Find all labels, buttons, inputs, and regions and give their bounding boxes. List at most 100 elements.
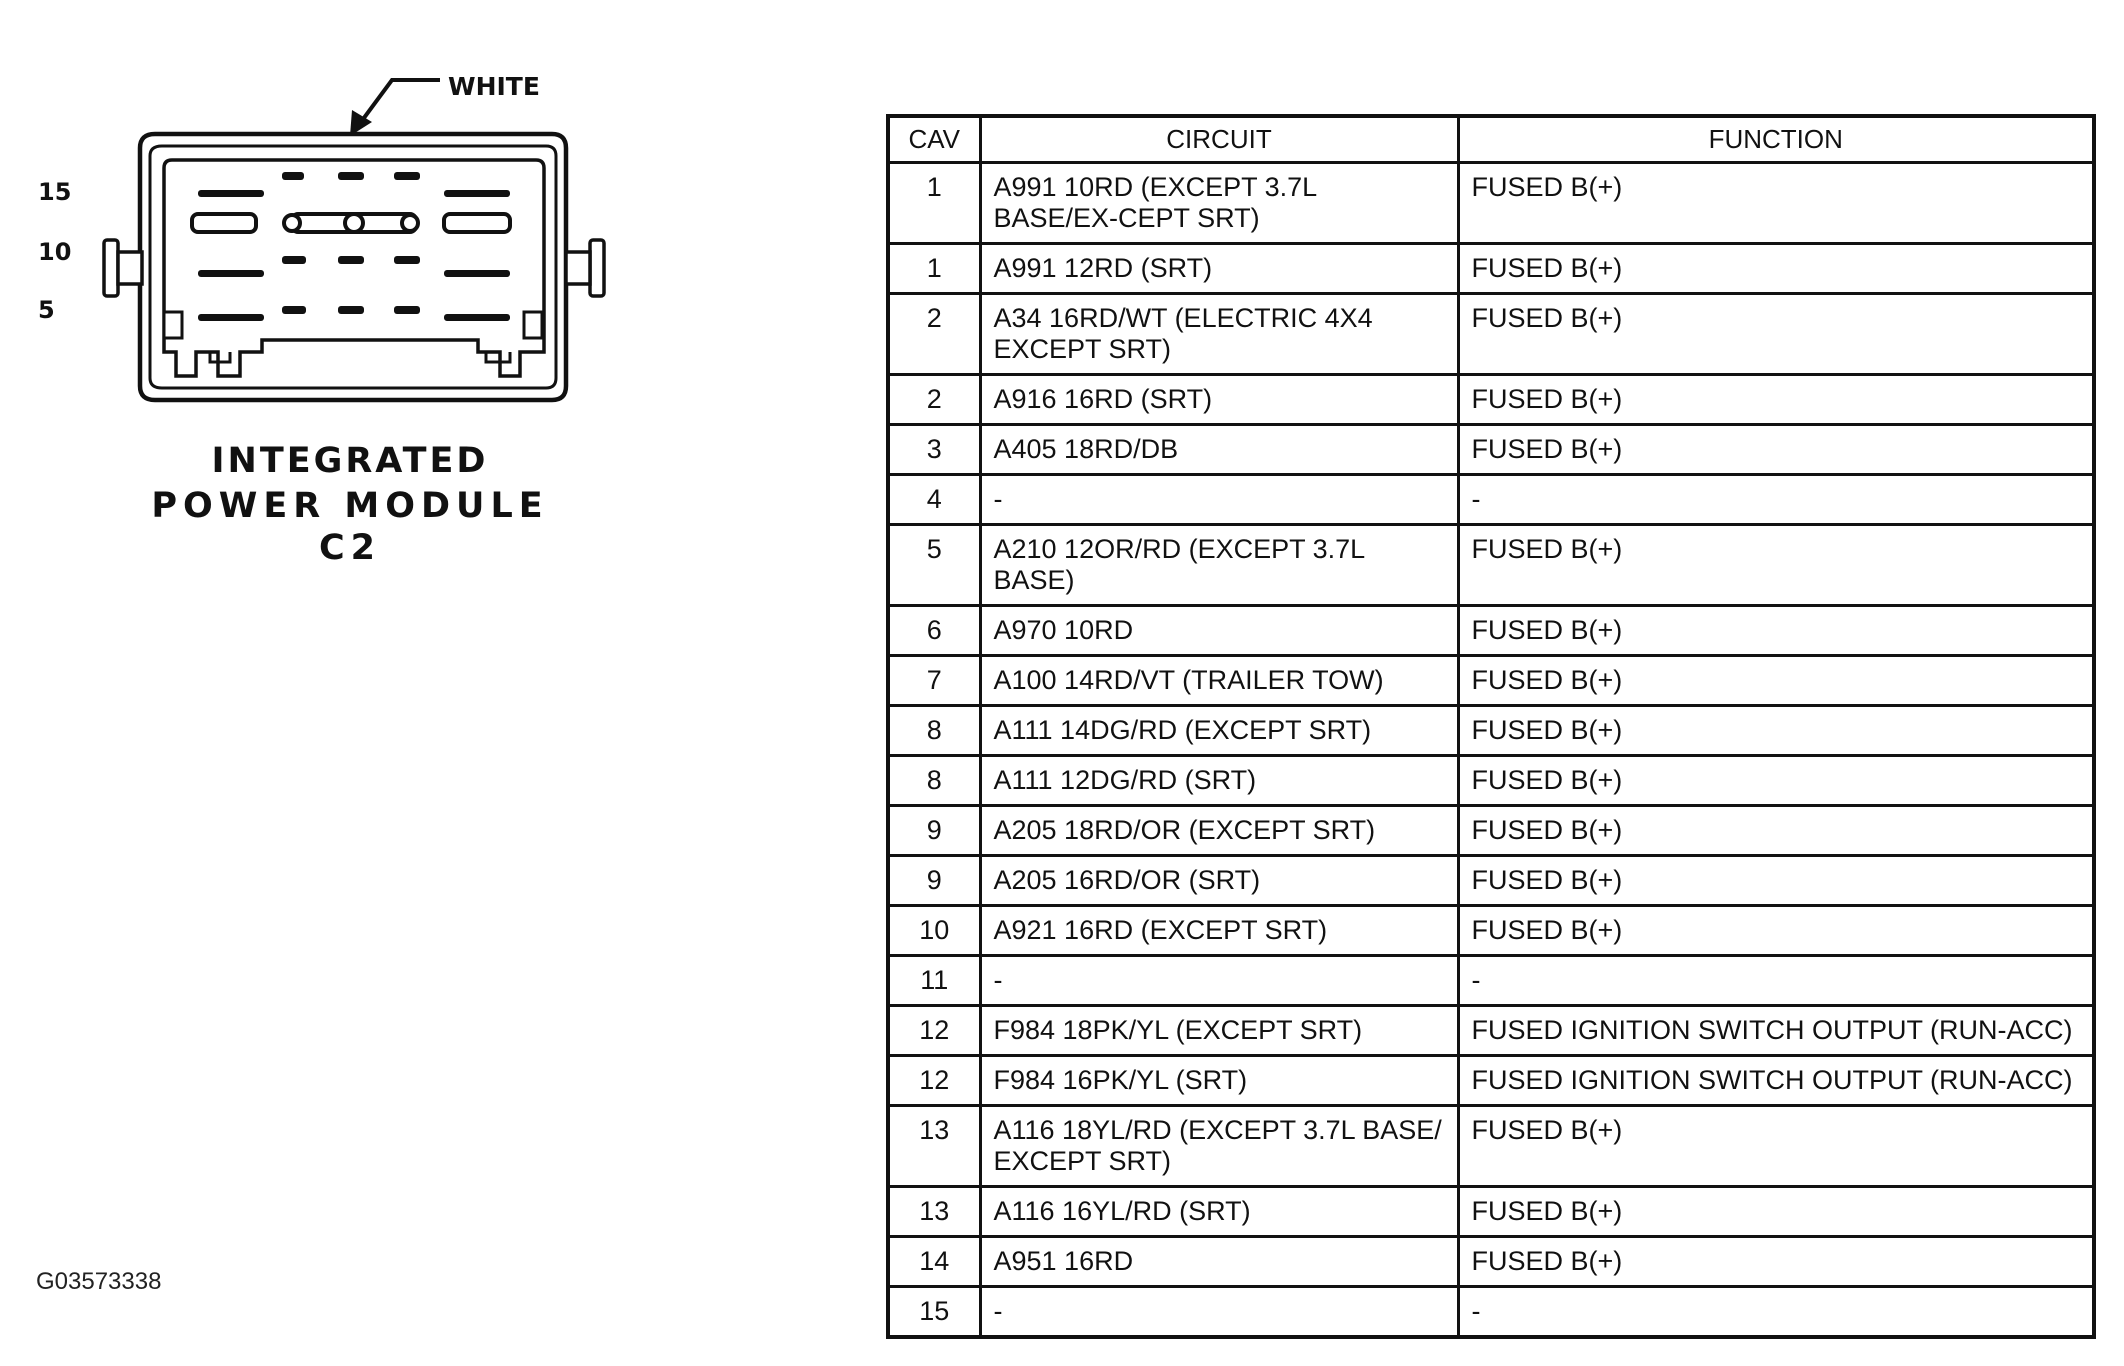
cell-cav: 2	[886, 373, 982, 426]
cell-circuit: A111 12DG/RD (SRT)	[978, 754, 1460, 807]
cell-function: -	[1456, 1285, 2096, 1339]
cell-circuit: A205 18RD/OR (EXCEPT SRT)	[978, 804, 1460, 857]
diagram-title: INTEGRATED	[211, 441, 489, 481]
pointer-arrowhead	[350, 110, 372, 136]
cell-function: FUSED IGNITION SWITCH OUTPUT (RUN-ACC)	[1456, 1004, 2096, 1057]
cell-cav: 9	[886, 804, 982, 857]
cell-function: -	[1456, 954, 2096, 1007]
cell-circuit: -	[978, 1285, 1460, 1339]
left-mounting-tab	[102, 238, 144, 298]
cell-circuit: A991 12RD (SRT)	[978, 242, 1460, 295]
terminal-slots-row4	[198, 306, 510, 321]
cell-function: FUSED B(+)	[1456, 523, 2096, 607]
cell-cav: 9	[886, 854, 982, 907]
cell-cav: 4	[886, 473, 982, 526]
cell-circuit: -	[978, 473, 1460, 526]
cell-cav: 2	[886, 292, 982, 376]
cell-function: FUSED B(+)	[1456, 604, 2096, 657]
cell-circuit: F984 18PK/YL (EXCEPT SRT)	[978, 1004, 1460, 1057]
cell-circuit: A921 16RD (EXCEPT SRT)	[978, 904, 1460, 957]
cell-function: FUSED B(+)	[1456, 242, 2096, 295]
cell-cav: 1	[886, 242, 982, 295]
cell-circuit: A405 18RD/DB	[978, 423, 1460, 476]
cell-cav: 13	[886, 1185, 982, 1238]
cell-cav: 14	[886, 1235, 982, 1288]
cell-cav: 5	[886, 523, 982, 607]
cell-cav: 15	[886, 1285, 982, 1339]
cell-cav: 7	[886, 654, 982, 707]
cell-cav: 8	[886, 704, 982, 757]
cell-cav: 11	[886, 954, 982, 1007]
cell-circuit: A951 16RD	[978, 1235, 1460, 1288]
cell-function: FUSED B(+)	[1456, 292, 2096, 376]
cell-function: FUSED B(+)	[1456, 1104, 2096, 1188]
cell-cav: 8	[886, 754, 982, 807]
cell-circuit: A210 12OR/RD (EXCEPT 3.7L BASE)	[978, 523, 1460, 607]
corner-keys	[162, 310, 544, 340]
cell-cav: 13	[886, 1104, 982, 1188]
terminal-slots-row1	[198, 172, 510, 197]
figure-id: G03573338	[36, 1268, 162, 1295]
cell-cav: 10	[886, 904, 982, 957]
wire-color-label: WHITE	[448, 72, 540, 101]
cell-function: FUSED B(+)	[1456, 423, 2096, 476]
cell-circuit: A34 16RD/WT (ELECTRIC 4X4 EXCEPT SRT)	[978, 292, 1460, 376]
table-row: 15--	[886, 1285, 2096, 1339]
cell-cav: 1	[886, 161, 982, 245]
cell-function: -	[1456, 473, 2096, 526]
cell-circuit: A916 16RD (SRT)	[978, 373, 1460, 426]
column-header-circuit: CIRCUIT	[978, 114, 1460, 164]
cell-function: FUSED B(+)	[1456, 161, 2096, 245]
cell-function: FUSED IGNITION SWITCH OUTPUT (RUN-ACC)	[1456, 1054, 2096, 1107]
cell-function: FUSED B(+)	[1456, 1185, 2096, 1238]
table-row: 11--	[886, 954, 2096, 1007]
cell-circuit: A970 10RD	[978, 604, 1460, 657]
table-row: 4--	[886, 473, 2096, 526]
pin-number-10: 10	[38, 238, 71, 266]
right-mounting-tab	[564, 238, 606, 298]
cell-function: FUSED B(+)	[1456, 654, 2096, 707]
cell-function: FUSED B(+)	[1456, 904, 2096, 957]
cell-circuit: F984 16PK/YL (SRT)	[978, 1054, 1460, 1107]
terminal-barrels-row2	[190, 212, 512, 234]
column-header-cav: CAV	[886, 114, 982, 164]
cell-cav: 3	[886, 423, 982, 476]
pin-number-15: 15	[38, 178, 71, 206]
cell-function: FUSED B(+)	[1456, 704, 2096, 757]
cell-function: FUSED B(+)	[1456, 854, 2096, 907]
connector-housing	[137, 131, 569, 403]
cell-function: FUSED B(+)	[1456, 1235, 2096, 1288]
cell-circuit: A116 16YL/RD (SRT)	[978, 1185, 1460, 1238]
cell-cav: 12	[886, 1004, 982, 1057]
cell-function: FUSED B(+)	[1456, 804, 2096, 857]
cell-circuit: A116 18YL/RD (EXCEPT 3.7L BASE/ EXCEPT S…	[978, 1104, 1460, 1188]
cell-function: FUSED B(+)	[1456, 754, 2096, 807]
diagram-subtitle: POWER MODULE C2	[151, 486, 549, 568]
table-header: CAV CIRCUIT FUNCTION	[886, 114, 2096, 164]
white-label-pointer	[356, 78, 440, 128]
cell-cav: 12	[886, 1054, 982, 1107]
table-header-row: CAV CIRCUIT FUNCTION	[886, 114, 2096, 164]
pin-number-5: 5	[38, 296, 55, 324]
terminal-slots-row3	[198, 256, 510, 277]
cell-function: FUSED B(+)	[1456, 373, 2096, 426]
cell-circuit: A111 14DG/RD (EXCEPT SRT)	[978, 704, 1460, 757]
cell-cav: 6	[886, 604, 982, 657]
